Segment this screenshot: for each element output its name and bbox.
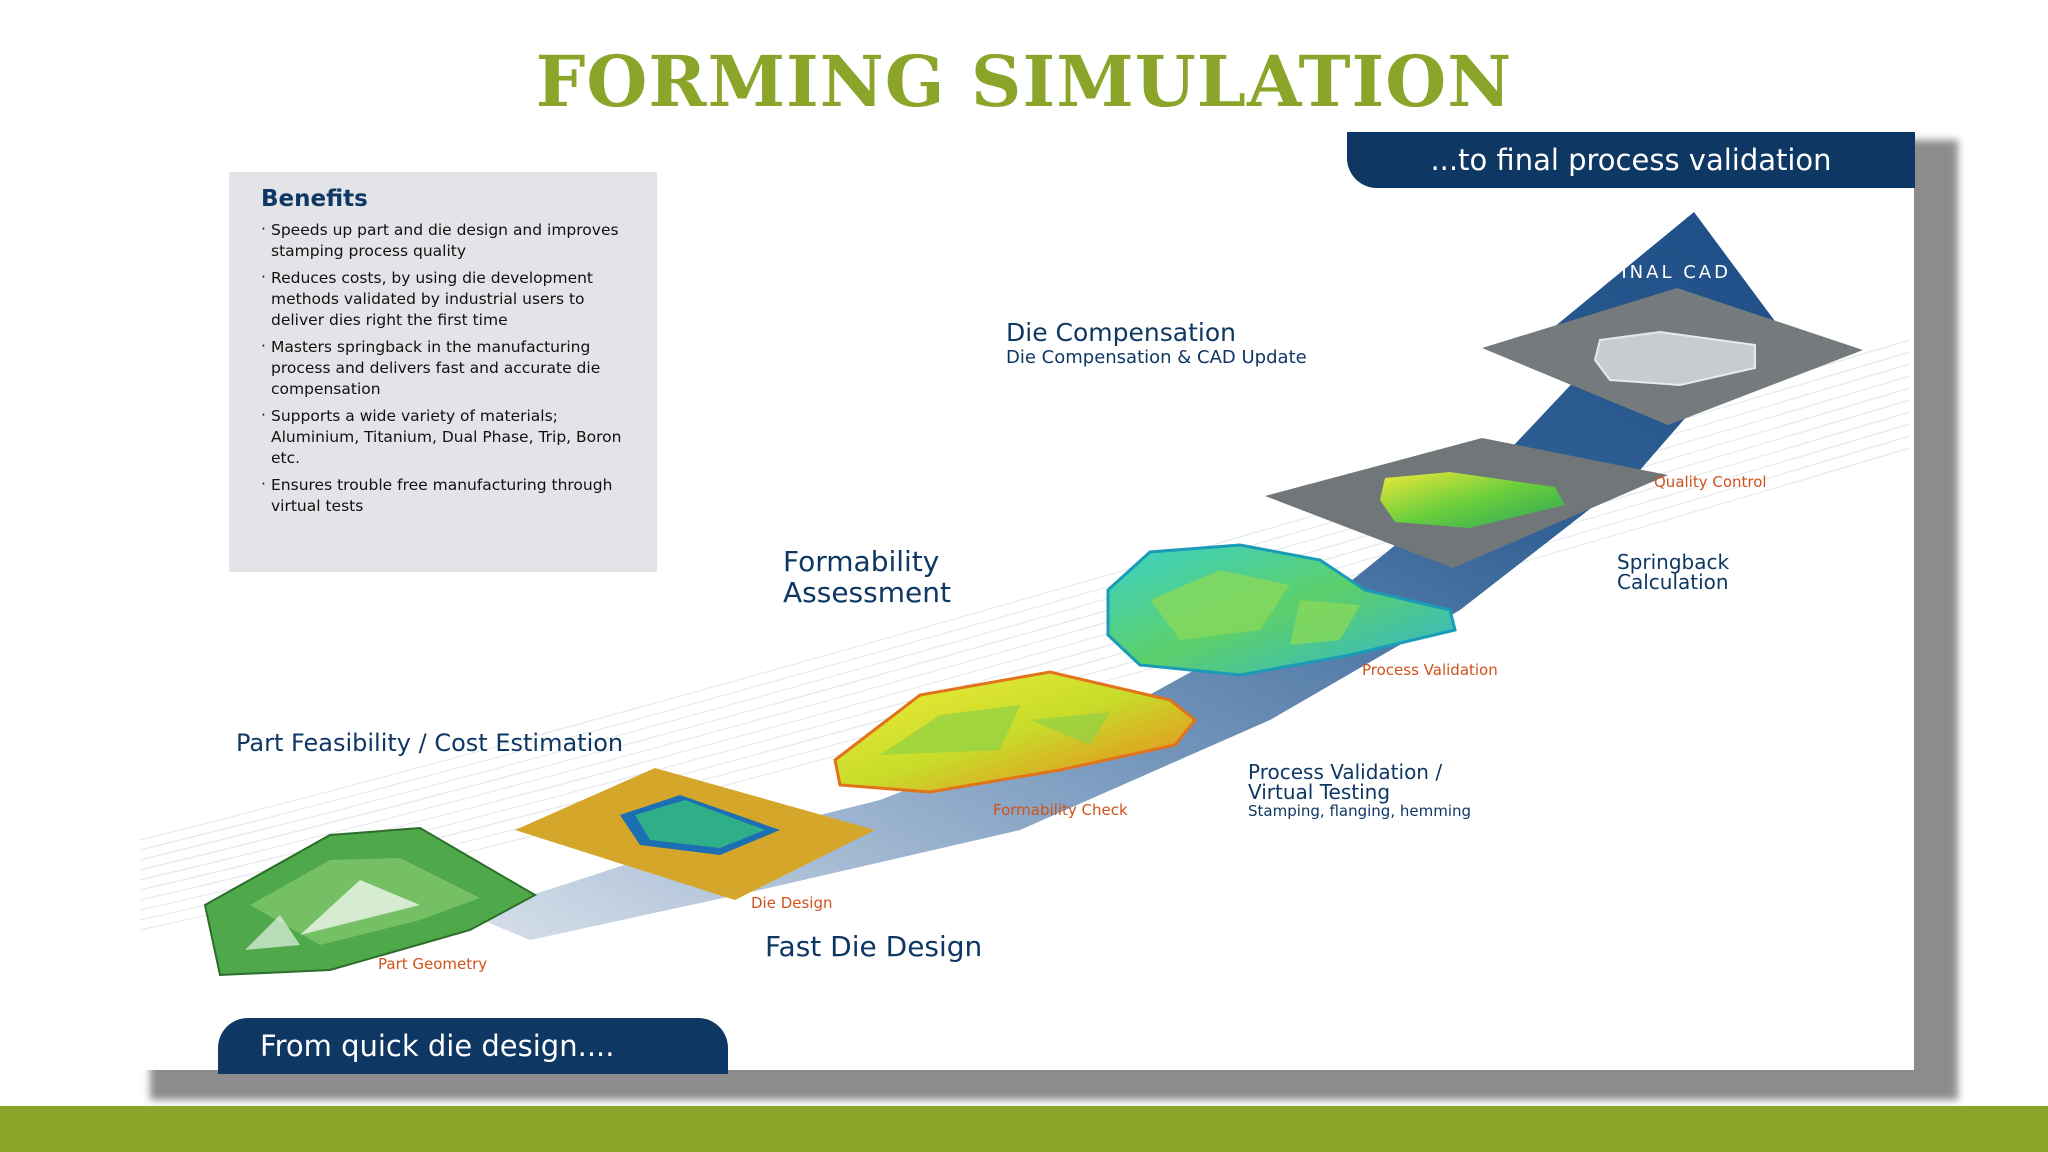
stage-springback-line1: Springback bbox=[1617, 550, 1730, 574]
stage-process-validation-line1: Process Validation / bbox=[1248, 760, 1443, 784]
benefit-item: Supports a wide variety of materials; Al… bbox=[261, 405, 633, 469]
stage-formability: Formability Assessment bbox=[783, 546, 951, 608]
final-cad-label: FINAL CAD bbox=[1608, 262, 1731, 283]
stage-springback: Springback Calculation bbox=[1617, 552, 1729, 592]
die-design-model bbox=[515, 768, 875, 900]
slide-title: FORMING SIMULATION bbox=[535, 40, 1513, 123]
stage-fast-die-design: Fast Die Design bbox=[765, 930, 983, 963]
benefits-panel: Benefits Speeds up part and die design a… bbox=[229, 172, 657, 572]
stage-springback-line2: Calculation bbox=[1617, 570, 1729, 594]
quick-die-design-tab: From quick die design.... bbox=[218, 1018, 728, 1074]
benefit-item: Reduces costs, by using die development … bbox=[261, 267, 633, 331]
stage-die-compensation-title: Die Compensation bbox=[1006, 318, 1236, 347]
benefit-item: Speeds up part and die design and improv… bbox=[261, 219, 633, 262]
final-cad-model bbox=[1482, 288, 1863, 425]
stage-process-validation-sub: Stamping, flanging, hemming bbox=[1248, 802, 1472, 820]
label-process-validation: Process Validation bbox=[1362, 661, 1498, 679]
benefit-item: Ensures trouble free manufacturing throu… bbox=[261, 474, 633, 517]
stage-die-compensation: Die Compensation Die Compensation & CAD … bbox=[1006, 318, 1307, 368]
benefits-heading: Benefits bbox=[261, 186, 368, 212]
benefits-list: Speeds up part and die design and improv… bbox=[261, 219, 633, 517]
stage-process-validation: Process Validation / Virtual Testing Sta… bbox=[1248, 762, 1471, 820]
label-formability-check: Formability Check bbox=[993, 801, 1128, 819]
stage-process-validation-line2: Virtual Testing bbox=[1248, 780, 1391, 804]
stage-formability-line1: Formability bbox=[783, 545, 940, 578]
stage-part-feasibility: Part Feasibility / Cost Estimation bbox=[236, 729, 624, 757]
part-geometry-model bbox=[203, 826, 538, 977]
process-validation-model bbox=[1106, 543, 1457, 677]
label-part-geometry: Part Geometry bbox=[378, 955, 488, 973]
process-arrow bbox=[470, 212, 1800, 940]
formability-check-model bbox=[833, 670, 1198, 794]
final-validation-tab: ...to final process validation bbox=[1347, 132, 1915, 188]
quality-control-model bbox=[1265, 438, 1668, 568]
stage-formability-line2: Assessment bbox=[783, 576, 951, 609]
footer-bar bbox=[0, 1106, 2048, 1152]
label-die-design: Die Design bbox=[751, 894, 833, 912]
label-quality-control: Quality Control bbox=[1654, 473, 1767, 491]
stage-die-compensation-sub: Die Compensation & CAD Update bbox=[1006, 347, 1307, 368]
benefit-item: Masters springback in the manufacturing … bbox=[261, 336, 633, 400]
